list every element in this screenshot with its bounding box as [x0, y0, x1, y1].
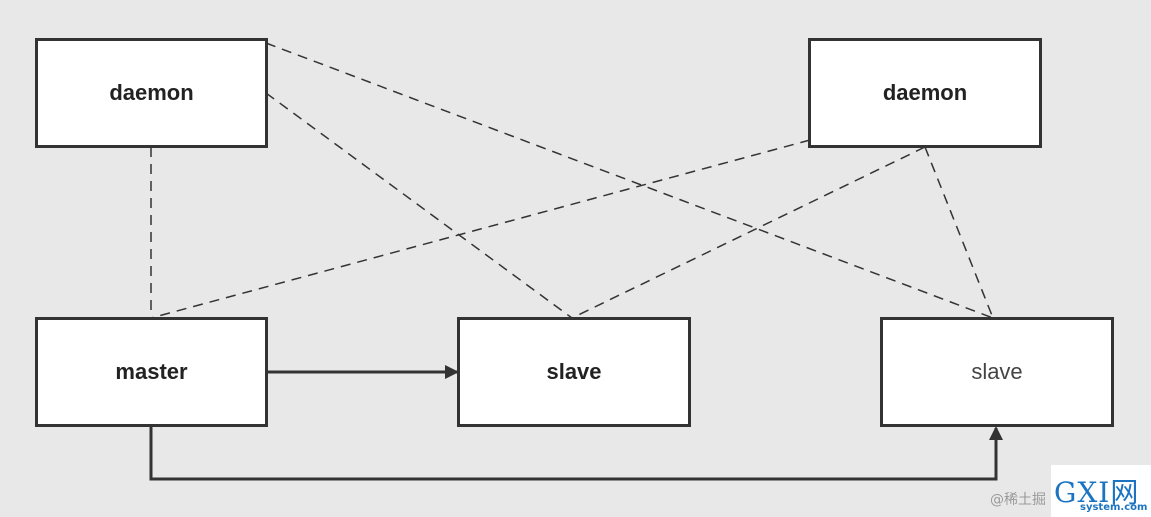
dashed-link-daemon-left-slave-right: [265, 42, 994, 319]
slave-middle-label: slave: [546, 359, 602, 384]
watermark-logo: GXI网: [1054, 476, 1140, 509]
slave-right-label: slave: [971, 359, 1023, 384]
dashed-link-daemon-right-slave-middle: [571, 146, 926, 319]
dashed-link-daemon-left-slave-middle: [265, 92, 573, 319]
slave-box-right: slave: [880, 317, 1114, 427]
daemon-box-right: daemon: [808, 38, 1042, 148]
master-box: master: [35, 317, 268, 427]
dashed-link-daemon-right-slave-right: [924, 146, 994, 319]
master-label: master: [115, 359, 188, 384]
daemon-left-label: daemon: [109, 80, 194, 105]
watermark-background: [1051, 465, 1151, 517]
watermark-prefix: @稀土掘: [990, 492, 1046, 508]
arrow-master-to-slave-right: [149, 426, 1003, 481]
watermark-domain: system.com: [1080, 502, 1148, 513]
daemon-right-label: daemon: [882, 80, 968, 105]
slave-box-middle: slave: [457, 317, 691, 427]
daemon-box-left: daemon: [35, 38, 268, 148]
dashed-link-daemon-right-master: [150, 139, 811, 319]
